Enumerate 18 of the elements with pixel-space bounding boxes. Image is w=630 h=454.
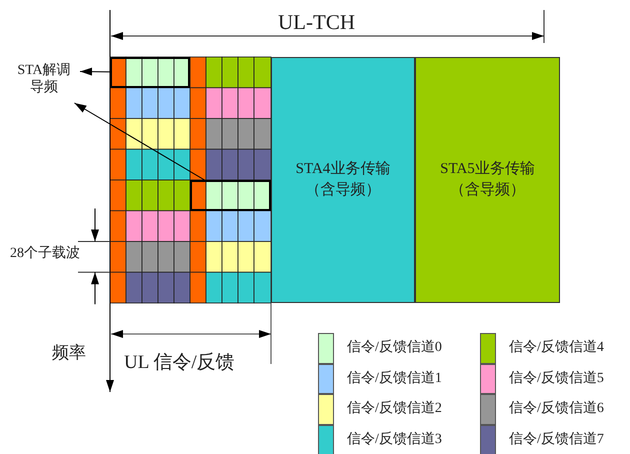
dimension-label: UL 信令/反馈 <box>124 352 235 375</box>
legend-label: 信令/反馈信道6 <box>509 400 604 418</box>
axis-label: 频率 <box>52 343 86 364</box>
legend-label: 信令/反馈信道2 <box>347 400 442 418</box>
traffic-block: STA5业务传输（含导频） <box>415 57 560 303</box>
pilot-highlight-box <box>190 180 271 211</box>
legend-label: 信令/反馈信道1 <box>347 370 442 388</box>
traffic-block: STA4业务传输（含导频） <box>271 57 415 303</box>
leader-line <box>80 68 110 76</box>
legend-label: 信令/反馈信道3 <box>347 430 442 448</box>
legend-label: 信令/反馈信道7 <box>509 430 604 448</box>
pilot-highlight-box <box>110 57 190 88</box>
callout-text: STA解调导频 <box>8 61 80 97</box>
legend-label: 信令/反馈信道4 <box>509 339 604 357</box>
legend-label: 信令/反馈信道5 <box>509 370 604 388</box>
dimension-label: 28个子载波 <box>10 246 80 263</box>
dimension-label: UL-TCH <box>278 10 355 36</box>
legend-label: 信令/反馈信道0 <box>347 339 442 357</box>
